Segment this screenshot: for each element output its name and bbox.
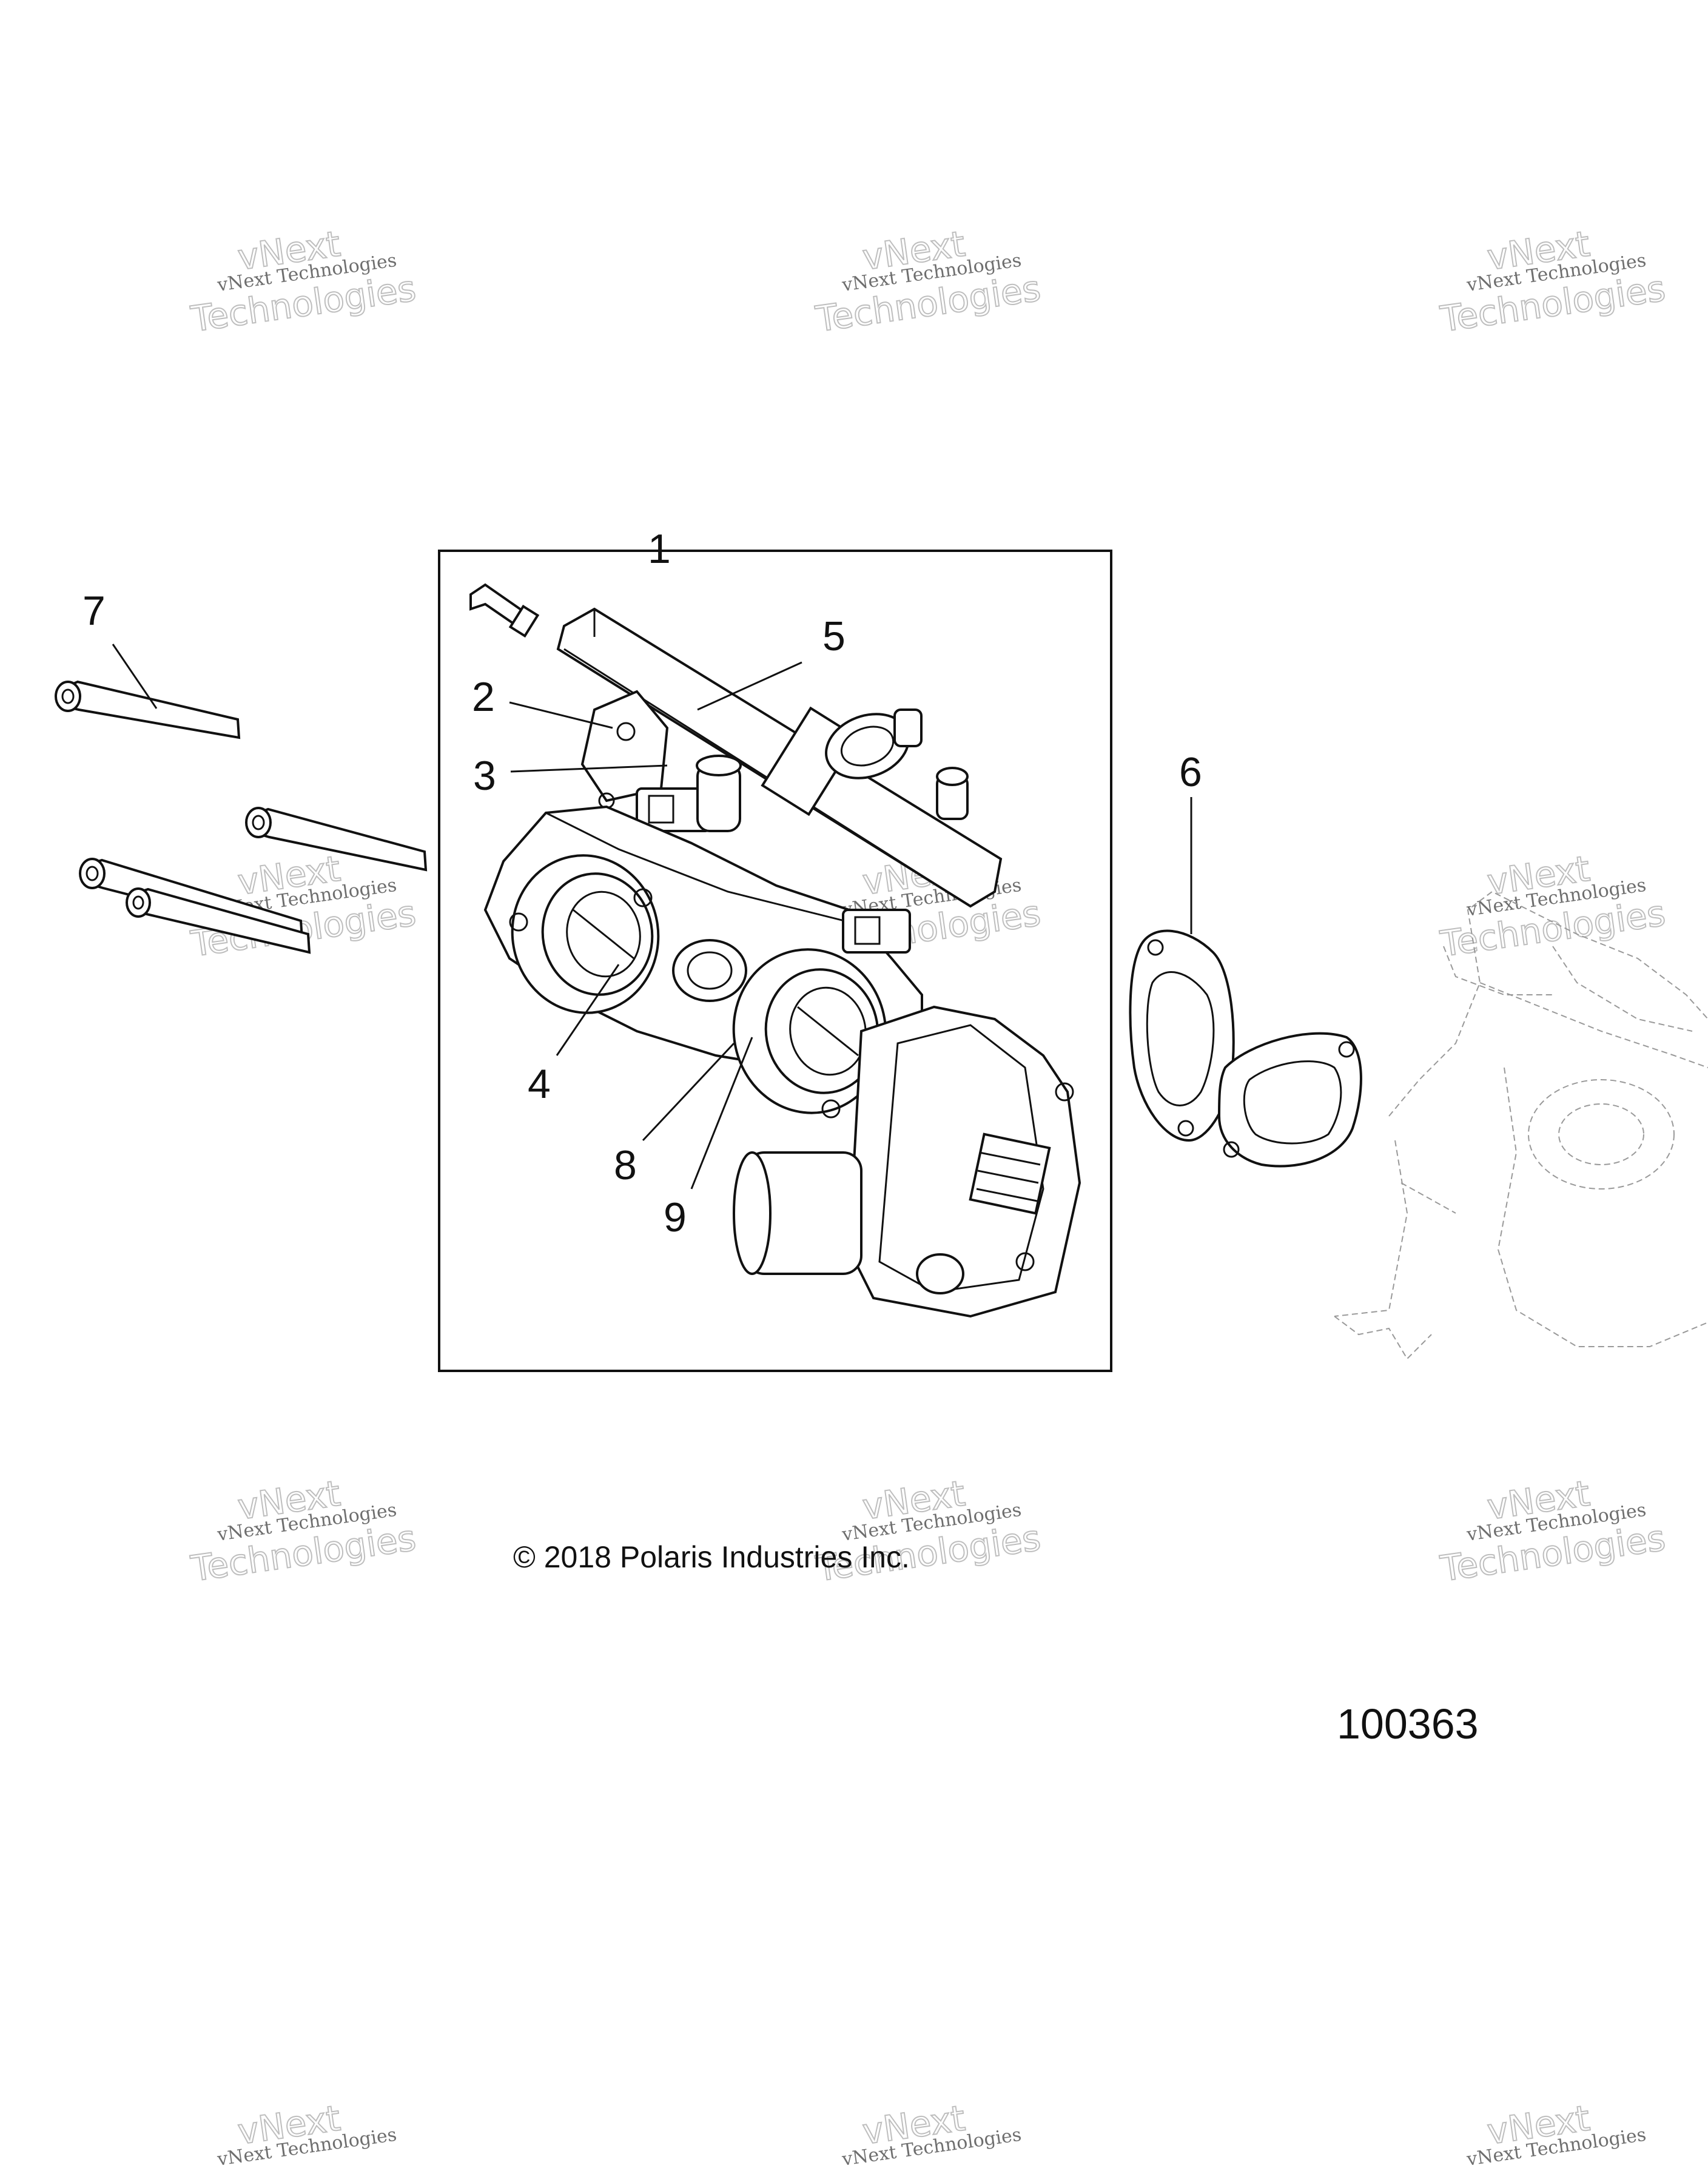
callout-3: 3 <box>473 753 496 799</box>
watermark: vNext vNext Technologies Technologies <box>1437 223 1668 341</box>
throttle-actuator <box>733 1005 1081 1318</box>
callout-7: 7 <box>82 588 106 634</box>
bolt <box>245 807 428 872</box>
leader-5 <box>697 661 802 711</box>
callout-5: 5 <box>822 613 846 659</box>
copyright-text: © 2018 Polaris Industries Inc. <box>513 1540 910 1574</box>
callout-2: 2 <box>472 674 495 720</box>
leader-8 <box>642 1042 735 1142</box>
leader-2 <box>509 701 613 729</box>
watermark: vNext vNext Technologies Technologies <box>187 1472 419 1590</box>
watermark: vNext vNext Technologies <box>215 2097 398 2170</box>
bolt <box>126 887 311 954</box>
pressure-regulator <box>825 708 969 820</box>
injector-lower <box>842 909 911 954</box>
mount-plate <box>580 690 669 809</box>
leader-3 <box>510 764 668 773</box>
leader-7 <box>112 644 158 709</box>
engine-ghost <box>1334 890 1708 1360</box>
watermark: vNext vNext Technologies Technologies <box>1437 1472 1668 1590</box>
injector-upper <box>636 755 742 832</box>
watermark: vNext vNext Technologies Technologies <box>1437 847 1668 966</box>
callout-6: 6 <box>1179 749 1202 795</box>
gasket <box>1129 929 1235 1142</box>
callout-9: 9 <box>664 1194 687 1240</box>
leader-4 <box>556 964 620 1056</box>
leader-lines <box>112 644 1192 1190</box>
watermark: vNext vNext Technologies Technologies <box>812 223 1043 341</box>
bolt <box>55 680 241 739</box>
watermark: vNext vNext Technologies Technologies <box>187 223 419 341</box>
callout-1: 1 <box>648 526 671 572</box>
diagram-reference-number: 100363 <box>1337 1700 1479 1748</box>
bolt-group <box>55 680 428 954</box>
watermark: vNext vNext Technologies <box>1465 2097 1647 2170</box>
gasket <box>1217 1032 1362 1168</box>
throttle-body-assembly <box>469 583 1081 1318</box>
watermark: vNext vNext Technologies <box>840 2097 1023 2170</box>
callout-8: 8 <box>614 1142 637 1188</box>
gasket-group <box>1129 929 1362 1168</box>
assembly-box <box>438 550 1112 1372</box>
callouts: 1 2 3 4 5 6 7 8 9 <box>82 526 1202 1240</box>
callout-4: 4 <box>528 1061 551 1107</box>
throttle-body-casting <box>483 805 923 1119</box>
leader-9 <box>690 1037 753 1190</box>
